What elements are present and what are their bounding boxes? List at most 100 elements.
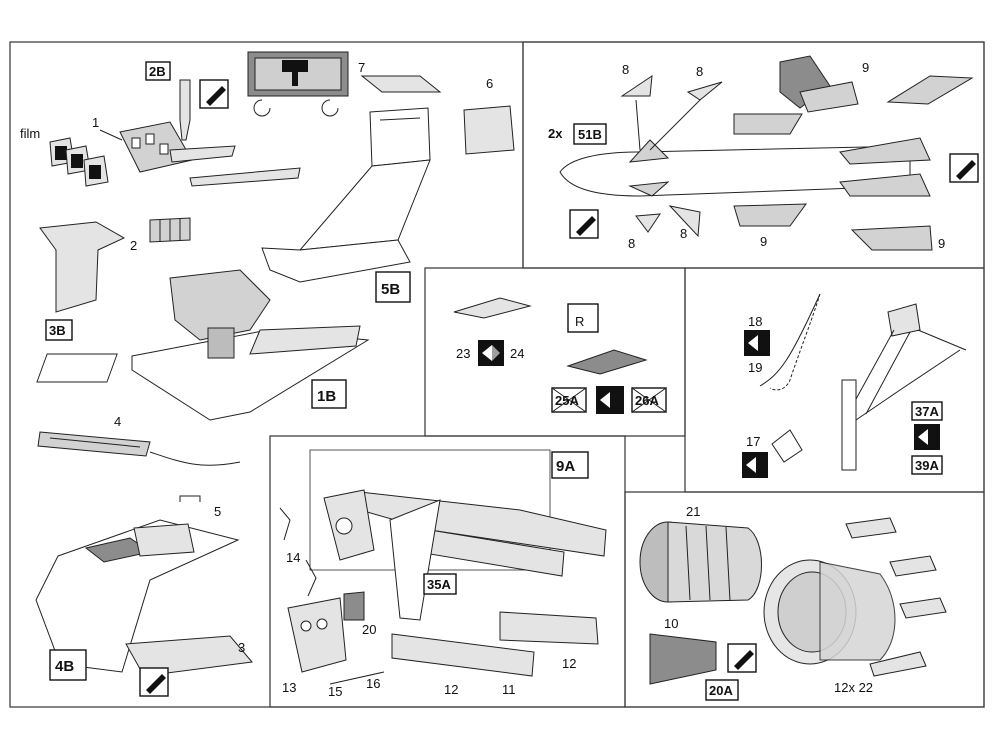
part-6-plate: [463, 105, 515, 155]
ejection-seat: [261, 107, 431, 283]
gear-door-panels: [323, 489, 607, 621]
part-number-4: 4: [114, 414, 121, 429]
qty-2x: 2x: [548, 126, 563, 141]
fin-9-c: [886, 75, 974, 105]
part-number-21: 21: [686, 504, 700, 519]
ref-37a-text: 37A: [915, 404, 939, 419]
part-number-8: 8: [696, 64, 703, 79]
ref-5b-text: 5B: [381, 281, 400, 298]
fin-8-d: [668, 205, 701, 238]
arrow-part-20: [343, 591, 365, 621]
decal-sheet-b: [566, 349, 648, 375]
ref-box-9a: [551, 451, 589, 479]
fin-8-c: [635, 213, 661, 233]
fin-8-b: [686, 81, 723, 101]
ref-9a-text: 9A: [556, 458, 575, 475]
r-label: R: [575, 314, 584, 329]
side-console: [35, 519, 253, 677]
part-6-top: [360, 75, 442, 93]
panel-linkage-content: 18 19 37A 39A 17: [742, 293, 967, 478]
part-number-5: 5: [214, 504, 221, 519]
knife-icon: [956, 160, 976, 180]
seat-headrest-part: [247, 51, 349, 117]
part-number-10: 10: [664, 616, 678, 631]
ref-3b-text: 3B: [49, 323, 66, 338]
decal-sheet-a: [453, 297, 532, 319]
ref-2b-text: 2B: [149, 64, 166, 79]
film-label: film: [20, 126, 40, 141]
part-number-9: 9: [938, 236, 945, 251]
seat-back-part: [39, 221, 126, 313]
ref-box-4b: [49, 649, 87, 681]
instrument-panel-part: [119, 121, 301, 187]
door-panel-12: [499, 611, 599, 645]
ref-26a-text: 26A: [635, 393, 659, 408]
ref-box-5b: [375, 271, 411, 303]
part-number-8: 8: [680, 226, 687, 241]
fuselage-outline: [309, 449, 551, 571]
rod-part-16: [329, 671, 385, 685]
door-panel-11: [391, 633, 535, 677]
part-number-13: 13: [282, 680, 296, 695]
part-number-12: 12: [444, 682, 458, 697]
part-number-20: 20: [362, 622, 376, 637]
panel-cockpit: film 1 2B 2: [20, 51, 515, 697]
ref-box-39a: [911, 455, 943, 475]
rail-part: [37, 431, 241, 466]
part-number-6: 6: [486, 76, 493, 91]
fin-9-e: [733, 203, 808, 227]
fin-9-f: [850, 225, 933, 251]
part-number-3: 3: [238, 640, 245, 655]
knife-icon: [576, 216, 596, 236]
panel-missile-content: 2x 51B 8 8 8 8 9 9 9: [548, 55, 979, 251]
strut-assembly: [841, 303, 967, 471]
ref-box-37a: [911, 401, 943, 421]
r-box: [567, 303, 599, 333]
part-number-23: 23: [456, 346, 470, 361]
ref-39a-text: 39A: [915, 458, 939, 473]
part-number-8: 8: [622, 62, 629, 77]
qty-part-22: 12x 22: [834, 680, 873, 695]
cable-part: [759, 293, 821, 387]
ref-box-20a: [705, 679, 739, 701]
panel-exhaust-content: 21 12x 22 10 20A: [639, 504, 947, 701]
fin-9-b: [799, 81, 859, 113]
part-number-24: 24: [510, 346, 524, 361]
link-part-17: [771, 429, 803, 463]
part-number-8: 8: [628, 236, 635, 251]
missile-body: [559, 137, 931, 197]
ref-1b-text: 1B: [317, 388, 336, 405]
ref-25a-text: 25A: [555, 393, 579, 408]
part-5-clip: [179, 495, 201, 502]
stick-part: [179, 79, 191, 141]
ref-box-3b: [45, 319, 73, 341]
part-number-7: 7: [358, 60, 365, 75]
part-number-9: 9: [862, 60, 869, 75]
part-number-17: 17: [746, 434, 760, 449]
part-number-1: 1: [92, 115, 99, 130]
ref-box-51b: [573, 123, 607, 145]
ref-35a-text: 35A: [427, 577, 451, 592]
cockpit-tub: [36, 269, 370, 421]
knife-icon: [734, 650, 754, 670]
panel-exhaust: [624, 491, 985, 708]
part-number-14: 14: [286, 550, 300, 565]
part-number-15: 15: [328, 684, 342, 699]
panel-gear-doors-content: 9A 35A 14 20 13 15 16 12 11 12: [279, 449, 607, 699]
part-number-18: 18: [748, 314, 762, 329]
ref-box-35a: [423, 573, 457, 595]
part-number-12: 12: [562, 656, 576, 671]
knife-icon: [206, 86, 226, 106]
bracket-part: [149, 217, 191, 243]
part-number-11: 11: [502, 682, 516, 697]
ref-4b-text: 4B: [55, 658, 74, 675]
bracket-part-13: [287, 597, 347, 673]
ref-box-1b: [311, 379, 347, 409]
film-pieces: [49, 137, 109, 187]
fin-9-d: [733, 113, 803, 135]
part-number-9: 9: [760, 234, 767, 249]
ref-51b-text: 51B: [578, 127, 602, 142]
liner-part-10: [649, 633, 717, 685]
part-number-16: 16: [366, 676, 380, 691]
